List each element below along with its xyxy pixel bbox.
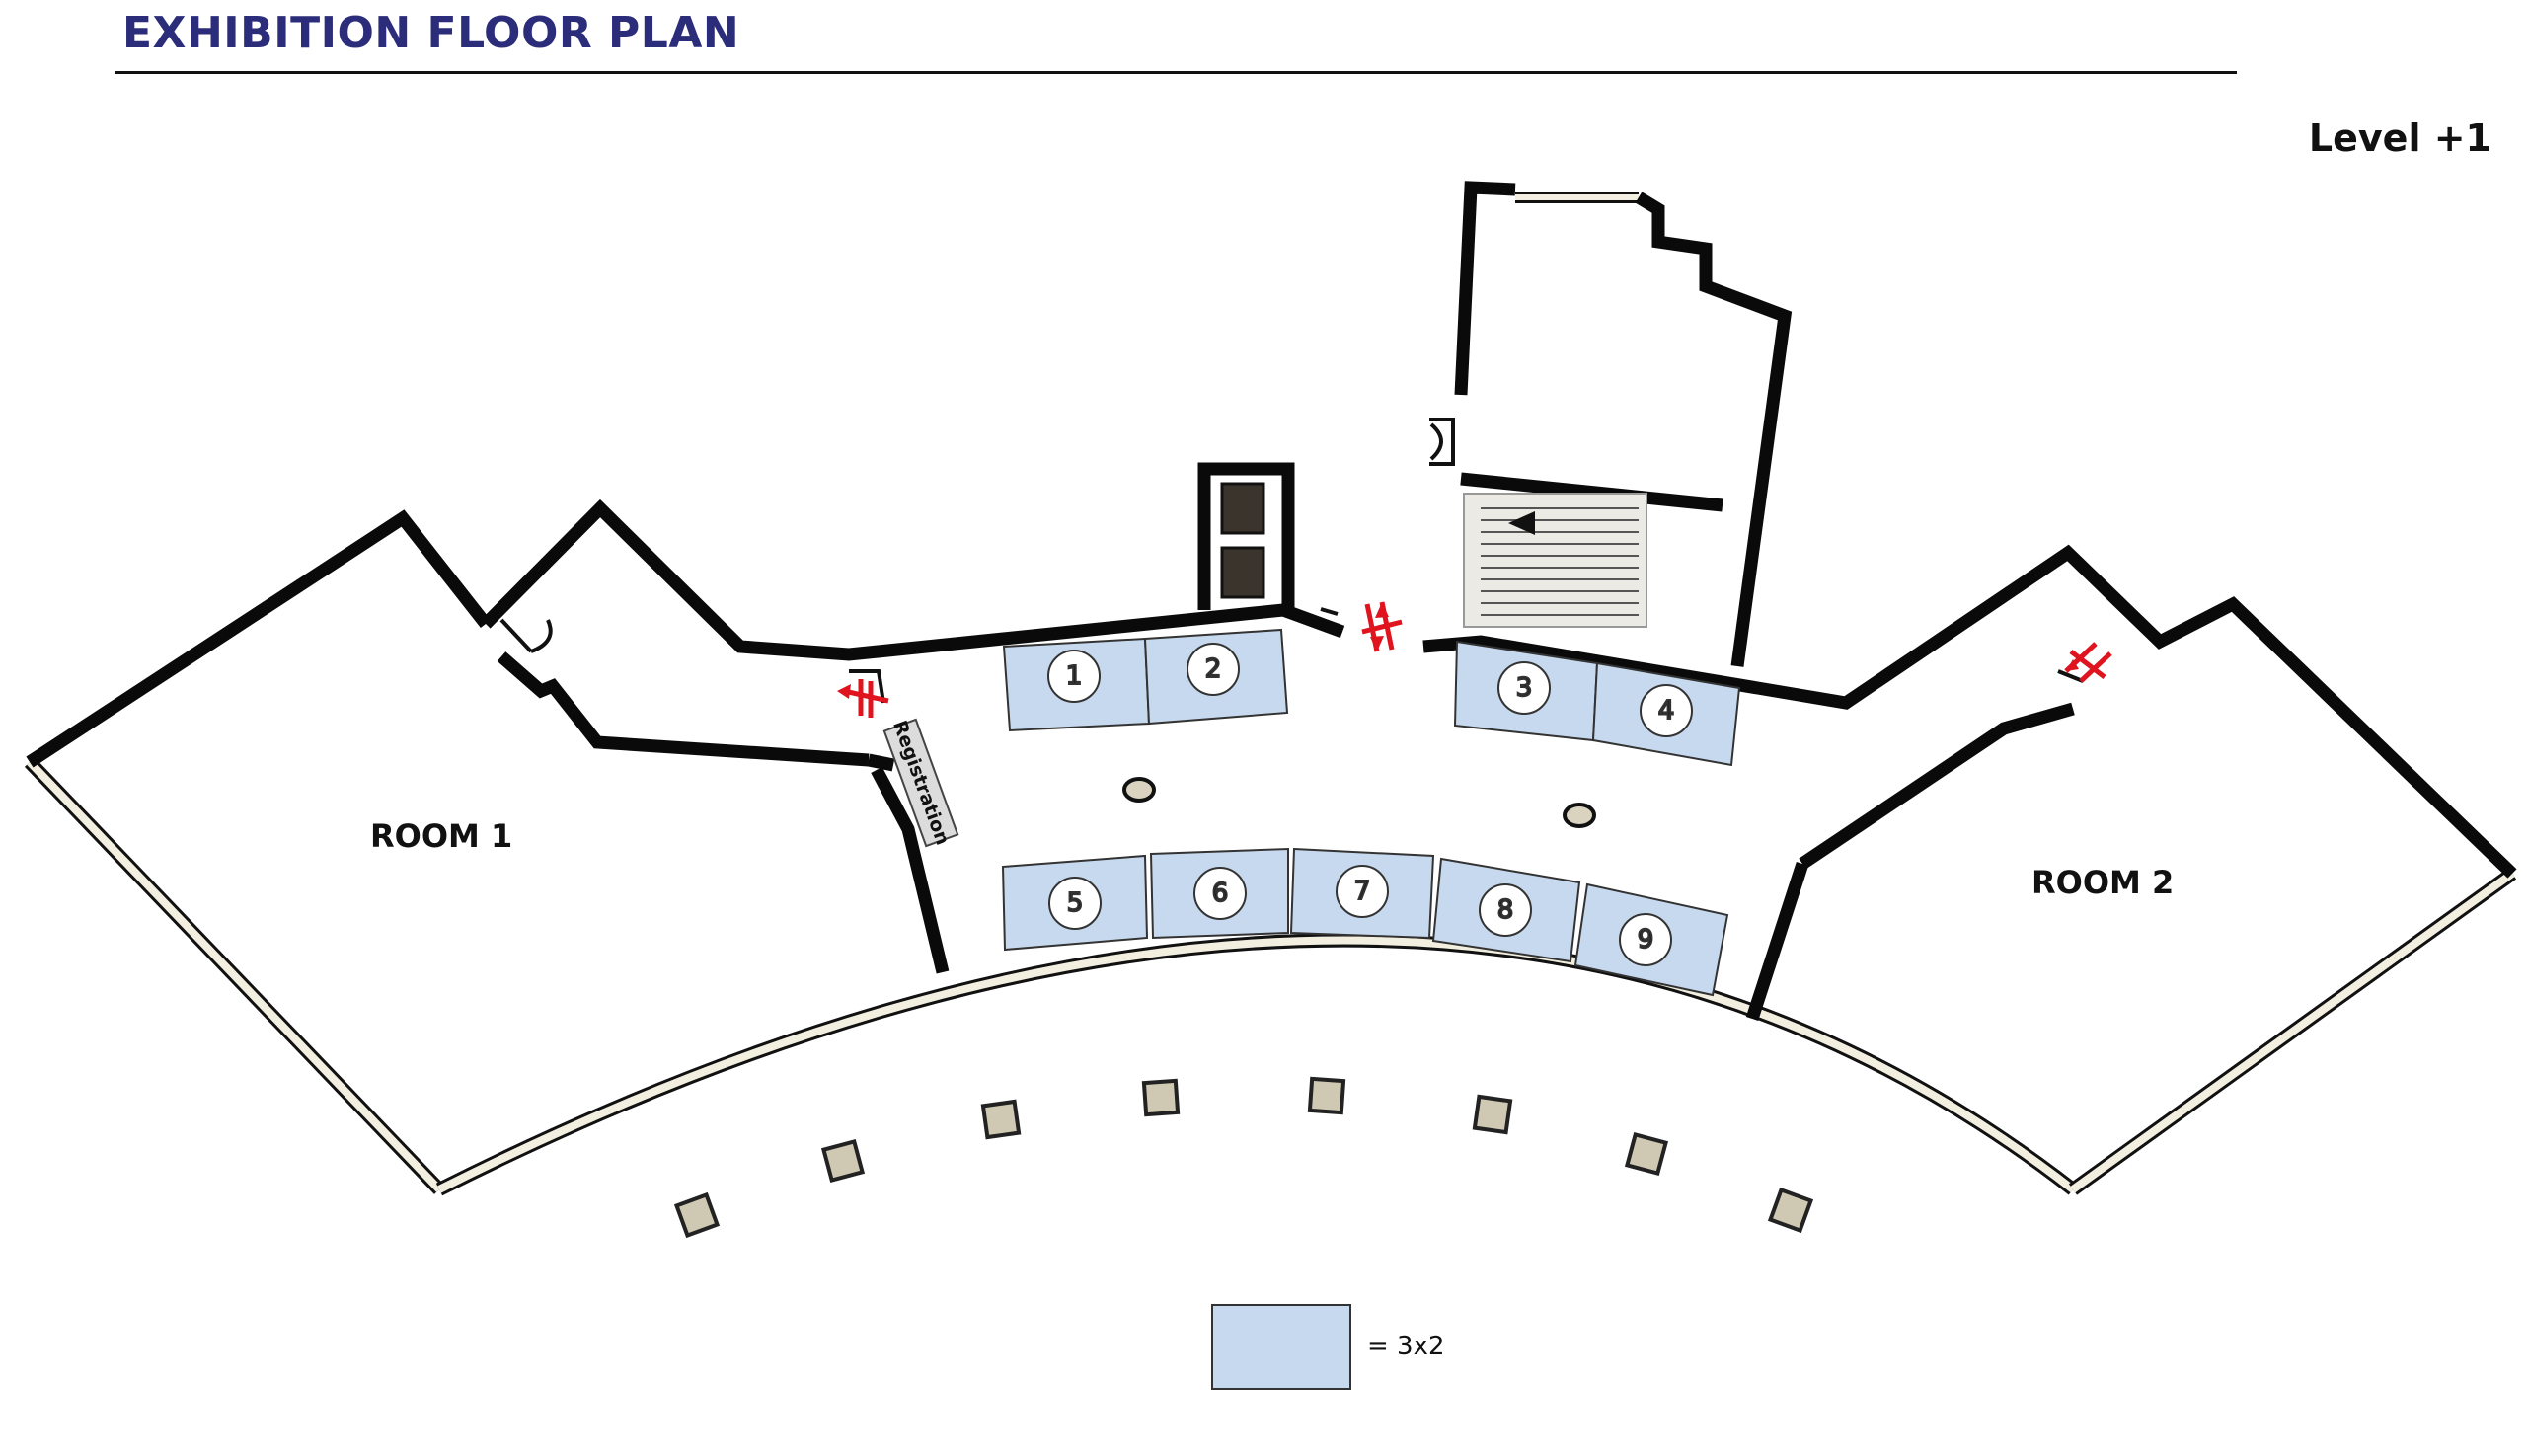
- exit-arrow-icons: [837, 601, 2112, 718]
- staircase: [1463, 493, 1647, 628]
- legend: = 3x2: [1211, 1304, 1445, 1390]
- booth[interactable]: 2: [1143, 628, 1289, 726]
- booth-number: 3: [1516, 673, 1533, 703]
- exit-arrow-left: [837, 679, 889, 718]
- interior-columns: [1122, 777, 1596, 828]
- legend-swatch: [1211, 1304, 1351, 1390]
- registration-desk: Registration: [882, 718, 959, 848]
- booth[interactable]: 5: [1001, 854, 1149, 952]
- exterior-columns: [673, 1076, 1814, 1239]
- level-label: Level +1: [2308, 116, 2491, 160]
- door-icons: [499, 418, 2084, 704]
- booth-number: 9: [1638, 925, 1654, 955]
- booth-number: 6: [1212, 879, 1229, 908]
- booth[interactable]: 6: [1149, 847, 1289, 940]
- booth-number: 4: [1658, 696, 1675, 726]
- exit-arrow-right: [2064, 642, 2112, 683]
- booth[interactable]: 9: [1573, 882, 1729, 997]
- walls: [26, 181, 2517, 1022]
- booth-number: 7: [1354, 877, 1371, 906]
- booth-number: 2: [1205, 654, 1222, 684]
- room-1-label: ROOM 1: [370, 817, 512, 855]
- title-divider: [115, 71, 2237, 74]
- booth-number: 5: [1067, 888, 1084, 918]
- booth[interactable]: 7: [1289, 847, 1435, 940]
- legend-label: = 3x2: [1367, 1332, 1445, 1361]
- room-2-label: ROOM 2: [2031, 864, 2174, 901]
- windows: [24, 192, 2517, 1196]
- booth[interactable]: 3: [1453, 640, 1599, 742]
- booth[interactable]: 8: [1431, 857, 1581, 963]
- booth[interactable]: 1: [1002, 637, 1151, 732]
- booth-number: 1: [1066, 661, 1083, 691]
- page-title: EXHIBITION FLOOR PLAN: [122, 8, 740, 58]
- booths: 1 2 3 4 5 6 7: [1001, 628, 1741, 997]
- elevator-icon: [1220, 482, 1265, 599]
- booth-number: 8: [1497, 895, 1514, 925]
- booth[interactable]: 4: [1591, 661, 1741, 767]
- exit-arrow-center: [1361, 601, 1403, 652]
